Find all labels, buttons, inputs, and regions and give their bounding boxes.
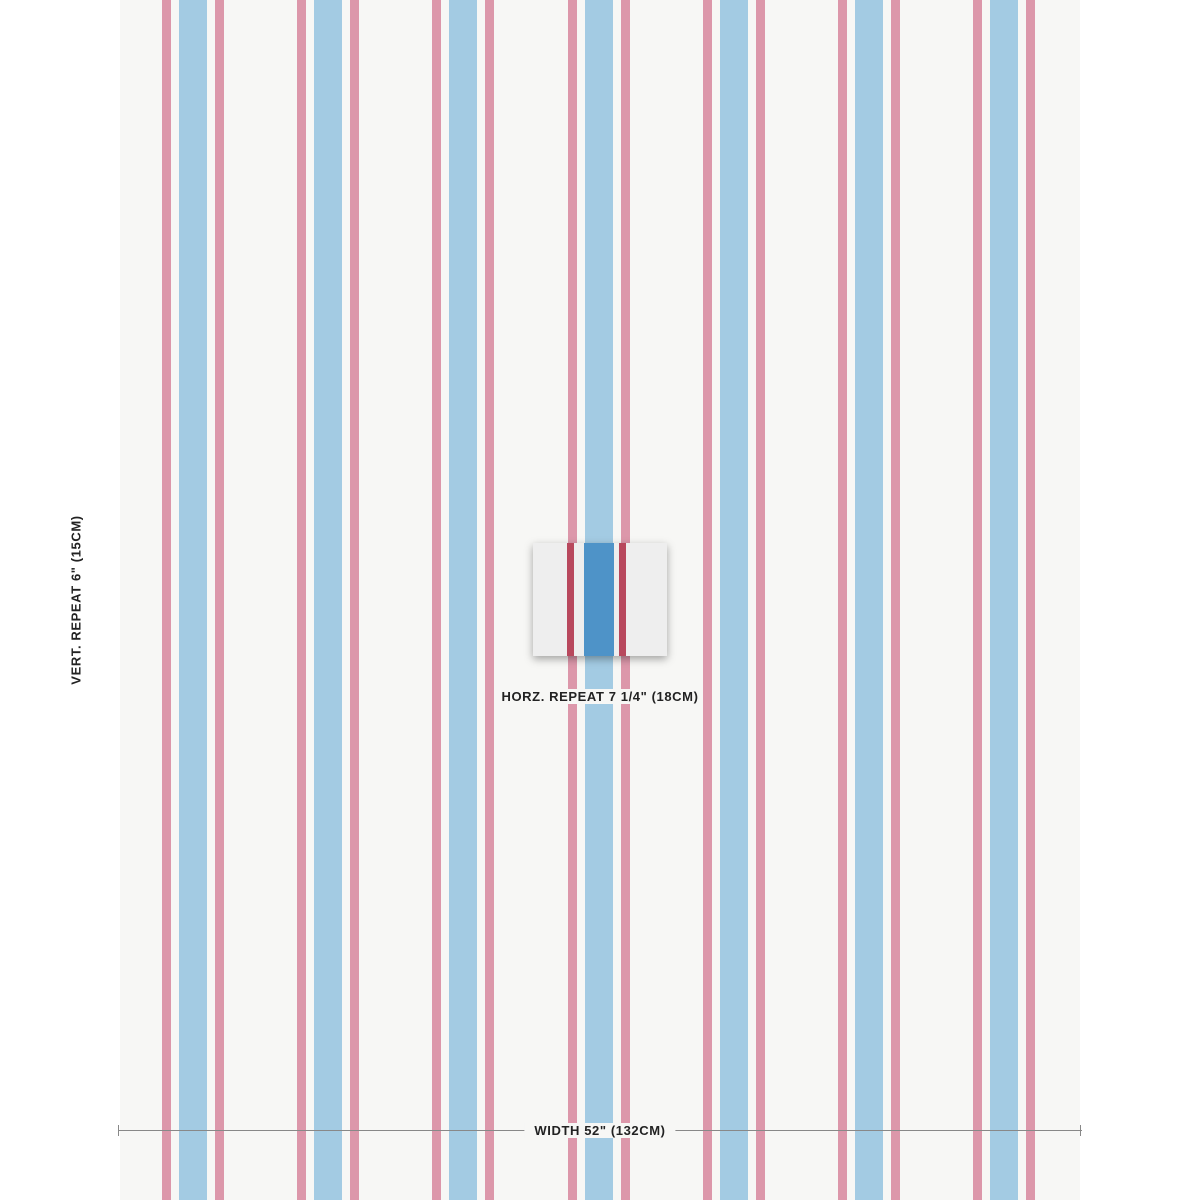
blue-stripe [990, 0, 1019, 1200]
vertical-repeat-label: VERT. REPEAT 6" (15CM) [68, 515, 84, 685]
blue-stripe [449, 0, 478, 1200]
pink-stripe [973, 0, 983, 1200]
pink-stripe [432, 0, 442, 1200]
blue-stripe [314, 0, 343, 1200]
pink-stripe [1026, 0, 1036, 1200]
pink-stripe [215, 0, 224, 1200]
swatch-red-stripe [619, 543, 626, 656]
blue-stripe [179, 0, 207, 1200]
pink-stripe [485, 0, 495, 1200]
blue-stripe [719, 0, 748, 1200]
pink-stripe [162, 0, 171, 1200]
pink-stripe [755, 0, 765, 1200]
swatch-blue-stripe [584, 543, 614, 656]
pink-stripe [297, 0, 307, 1200]
width-label: WIDTH 52" (132CM) [524, 1123, 676, 1138]
pink-stripe [350, 0, 360, 1200]
swatch-red-stripe [567, 543, 574, 656]
pink-stripe [702, 0, 712, 1200]
repeat-swatch [533, 543, 667, 656]
blue-stripe [855, 0, 883, 1200]
horizontal-repeat-label: HORZ. REPEAT 7 1/4" (18CM) [497, 689, 703, 704]
pink-stripe [838, 0, 847, 1200]
pink-stripe [891, 0, 900, 1200]
width-dimension-tick-left [118, 1125, 119, 1136]
width-dimension-tick-right [1080, 1125, 1081, 1136]
